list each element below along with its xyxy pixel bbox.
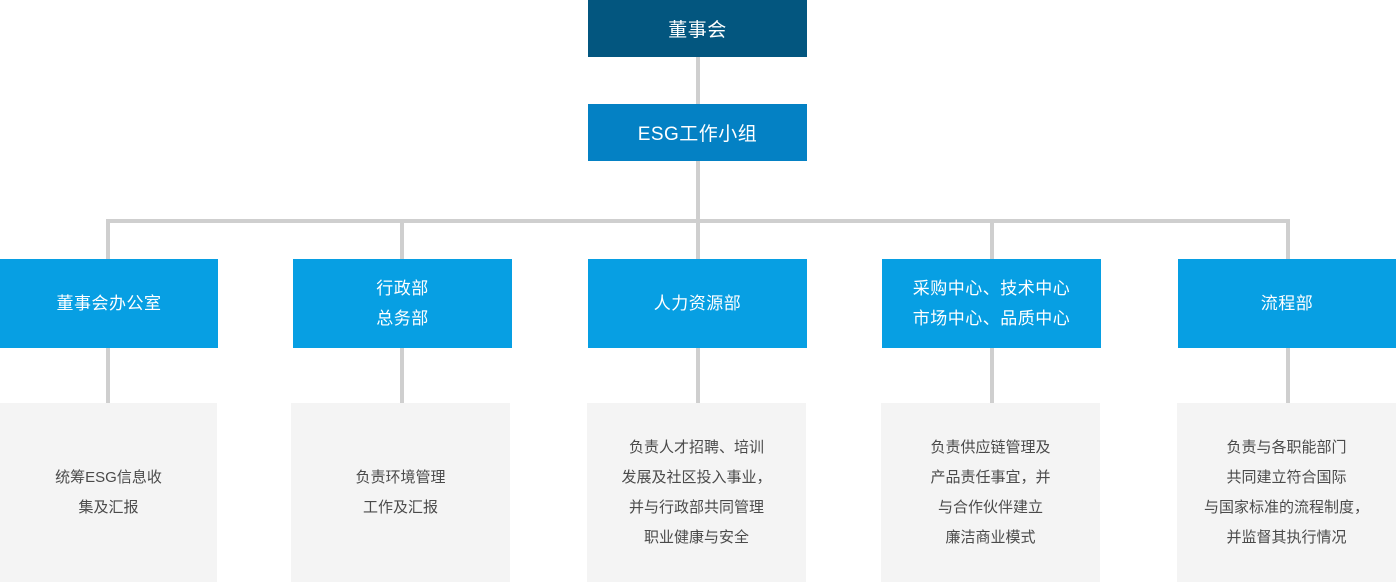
description-panel-4-line1: 负责供应链管理及	[930, 438, 1051, 456]
connector-bus-to-dept-1	[106, 219, 110, 259]
node-department-2[interactable]: 行政部 总务部	[293, 259, 512, 348]
node-department-5[interactable]: 流程部	[1178, 259, 1396, 348]
node-department-4[interactable]: 采购中心、技术中心 市场中心、品质中心	[882, 259, 1101, 348]
node-department-1[interactable]: 董事会办公室	[0, 259, 218, 348]
description-panel-3-line1: 负责人才招聘、培训	[628, 438, 764, 456]
description-panel-4: 负责供应链管理及 产品责任事宜，并 与合作伙伴建立 廉洁商业模式	[881, 403, 1100, 582]
node-esg-working-group[interactable]: ESG工作小组	[588, 104, 807, 161]
connector-esg-to-bus	[696, 161, 700, 221]
node-department-4-label-line1: 采购中心、技术中心	[912, 278, 1071, 298]
description-panel-2: 负责环境管理 工作及汇报	[291, 403, 510, 582]
connector-board-to-esg	[696, 57, 700, 104]
connector-dept-3-to-description	[696, 348, 700, 403]
connector-dept-4-to-description	[990, 348, 994, 403]
description-panel-4-line3: 与合作伙伴建立	[937, 498, 1043, 516]
description-panel-1: 统筹ESG信息收 集及汇报	[0, 403, 217, 582]
description-panel-1-line2: 集及汇报	[78, 498, 139, 516]
connector-bus-to-dept-2	[400, 219, 404, 259]
description-panel-2-line1: 负责环境管理	[355, 468, 446, 486]
node-department-3[interactable]: 人力资源部	[588, 259, 807, 348]
node-department-1-label-line1: 董事会办公室	[56, 293, 162, 313]
description-panel-5-line3: 与国家标准的流程制度，	[1203, 498, 1369, 516]
description-panel-4-line4: 廉洁商业模式	[945, 528, 1036, 546]
connector-bus-to-dept-5	[1286, 219, 1290, 259]
description-panel-3-line2: 发展及社区投入事业，	[621, 468, 772, 486]
node-board-of-directors[interactable]: 董事会	[588, 0, 807, 57]
connector-dept-5-to-description	[1286, 348, 1290, 403]
node-board-label-line1: 董事会	[668, 20, 727, 41]
connector-dept-2-to-description	[400, 348, 404, 403]
connector-dept-1-to-description	[106, 348, 110, 403]
description-panel-5: 负责与各职能部门 共同建立符合国际 与国家标准的流程制度， 并监督其执行情况	[1177, 403, 1396, 582]
connector-bus-to-dept-3	[696, 219, 700, 259]
node-department-3-label-line1: 人力资源部	[653, 293, 742, 313]
description-panel-5-line2: 共同建立符合国际	[1226, 468, 1347, 486]
node-esg-label-line1: ESG工作小组	[637, 124, 758, 145]
node-department-4-label-line2: 市场中心、品质中心	[912, 308, 1071, 328]
node-department-2-label-line1: 行政部	[376, 278, 429, 298]
description-panel-5-line1: 负责与各职能部门	[1226, 438, 1347, 456]
description-panel-1-line1: 统筹ESG信息收	[55, 468, 162, 486]
description-panel-4-line2: 产品责任事宜，并	[930, 468, 1051, 486]
description-panel-2-line2: 工作及汇报	[362, 498, 438, 516]
description-panel-3: 负责人才招聘、培训 发展及社区投入事业， 并与行政部共同管理 职业健康与安全	[587, 403, 806, 582]
description-panel-3-line4: 职业健康与安全	[643, 528, 749, 546]
description-panel-3-line3: 并与行政部共同管理	[628, 498, 764, 516]
connector-bus-to-dept-4	[990, 219, 994, 259]
node-department-2-label-line2: 总务部	[376, 308, 429, 328]
node-department-5-label-line1: 流程部	[1260, 293, 1314, 313]
description-panel-5-line4: 并监督其执行情况	[1226, 528, 1347, 546]
